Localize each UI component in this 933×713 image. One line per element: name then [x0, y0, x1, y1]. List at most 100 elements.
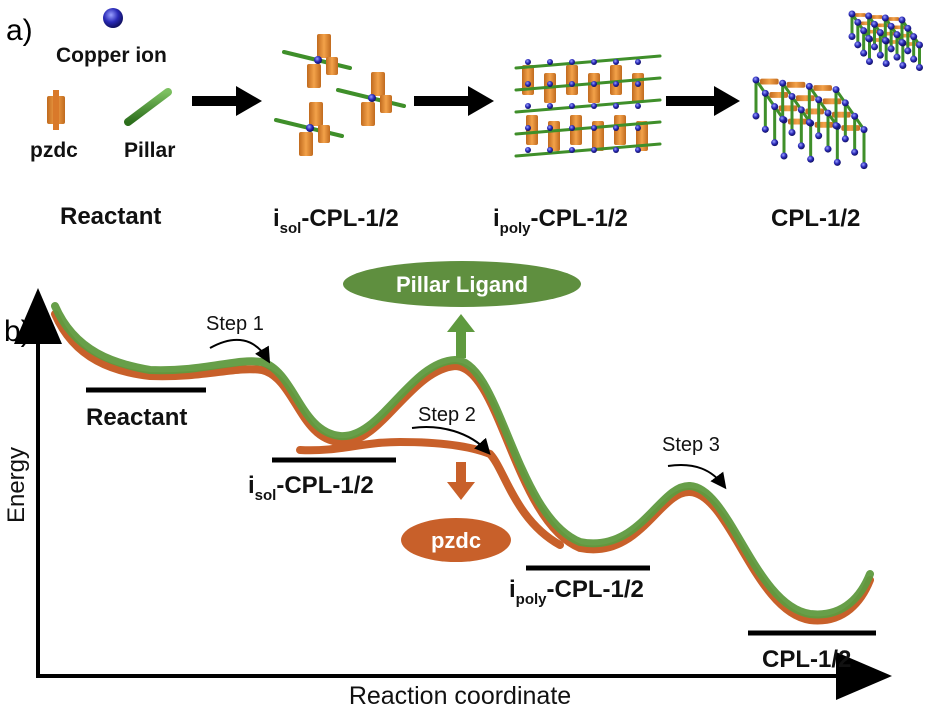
- pzdc-block: [614, 115, 626, 145]
- level-label-cpl: CPL-1/2: [762, 646, 851, 673]
- panel-b-label: b): [4, 315, 31, 348]
- copper-ion-node: [916, 41, 923, 49]
- copper-ion-node: [752, 76, 760, 84]
- pzdc-icon: [47, 90, 65, 130]
- pillar-rod: [514, 54, 662, 70]
- copper-ion-node: [805, 82, 813, 90]
- pzdc-block: [786, 81, 806, 88]
- copper-ion-node: [779, 79, 787, 87]
- copper-ion-node: [525, 125, 531, 131]
- copper-ion-node: [854, 18, 862, 26]
- panel-a-label: a): [6, 14, 33, 47]
- copper-ion-node: [881, 37, 889, 44]
- copper-ion-node: [904, 47, 912, 55]
- legend-pzdc-label: pzdc: [30, 139, 78, 162]
- pzdc-badge: [401, 518, 511, 562]
- copper-ion-node: [306, 124, 314, 132]
- copper-ion-node: [569, 103, 575, 109]
- copper-ion-node: [882, 60, 890, 67]
- step-1-label: Step 1: [206, 313, 264, 335]
- pzdc-block: [380, 95, 392, 113]
- pzdc-block: [760, 78, 779, 85]
- copper-ion-node: [865, 12, 873, 20]
- copper-ion-node: [635, 147, 641, 153]
- copper-ion-node: [547, 147, 553, 153]
- copper-ion-node: [788, 129, 796, 137]
- pzdc-block: [610, 65, 622, 95]
- stage-label-ipoly: ipoly-CPL-1/2: [493, 205, 628, 237]
- isol-cluster-illustration: [274, 34, 406, 156]
- copper-ion-node: [815, 96, 823, 104]
- copper-ion-node: [904, 24, 912, 32]
- copper-ion-node: [898, 39, 906, 46]
- copper-ion-node: [881, 14, 889, 22]
- copper-ion-node: [613, 103, 619, 109]
- legend-pillar-label: Pillar: [124, 139, 175, 162]
- pzdc-block: [326, 57, 338, 75]
- copper-ion-node: [805, 118, 813, 126]
- step-2-arrow-icon: [411, 426, 491, 455]
- pillar-rod: [514, 98, 662, 114]
- copper-ion-node: [613, 59, 619, 65]
- copper-ion-node: [833, 158, 841, 166]
- copper-ion-node: [525, 59, 531, 65]
- pzdc-block: [588, 73, 600, 103]
- pillar-ligand-badge: [343, 261, 581, 307]
- pillar-rod: [514, 120, 662, 136]
- copper-ion-node: [916, 64, 923, 71]
- copper-ion-node: [761, 125, 769, 133]
- copper-ion-node: [613, 147, 619, 153]
- green-energy-curve: [51, 302, 874, 619]
- pzdc-block: [860, 21, 872, 26]
- stage-label-cpl: CPL-1/2: [771, 205, 860, 232]
- pzdc-block: [526, 115, 538, 145]
- level-label-isol: isol-CPL-1/2: [248, 472, 374, 504]
- arrow-2-icon: [414, 86, 494, 116]
- copper-ion-node: [871, 43, 878, 51]
- copper-ion-node: [569, 59, 575, 65]
- pzdc-block: [566, 65, 578, 95]
- copper-ion-node: [841, 99, 849, 107]
- copper-ion-node: [860, 49, 868, 57]
- level-label-ipoly: ipoly-CPL-1/2: [509, 576, 644, 608]
- copper-ion-node: [547, 103, 553, 109]
- copper-ion-node: [779, 115, 787, 123]
- copper-ion-node: [635, 81, 641, 87]
- copper-ion-node: [547, 59, 553, 65]
- copper-ion-node: [871, 20, 878, 28]
- copper-ion-node: [865, 35, 873, 42]
- stage-label-isol: isol-CPL-1/2: [273, 205, 399, 237]
- copper-ion-node: [771, 103, 779, 111]
- copper-ion-node: [860, 126, 868, 134]
- copper-ion-node: [887, 45, 895, 53]
- pzdc-block: [318, 125, 330, 143]
- copper-ion-node: [525, 103, 531, 109]
- copper-ion-node: [893, 53, 901, 61]
- copper-ion-node: [525, 147, 531, 153]
- copper-ion-node: [910, 33, 918, 41]
- y-axis-label: Energy: [3, 447, 30, 523]
- copper-ion-node: [752, 112, 760, 120]
- pzdc-block: [813, 85, 832, 91]
- copper-ion-node: [780, 152, 788, 160]
- pzdc-badge-label: pzdc: [431, 528, 481, 553]
- copper-ion-node: [807, 155, 815, 163]
- copper-ion-node: [788, 93, 796, 101]
- copper-ion-node: [635, 125, 641, 131]
- orange-branch-curve: [296, 437, 564, 549]
- pzdc-block: [361, 102, 375, 126]
- pzdc-block: [371, 72, 385, 96]
- copper-ion-node: [887, 22, 895, 30]
- copper-ion-node: [797, 106, 805, 114]
- stage-label-reactant: Reactant: [60, 203, 161, 230]
- copper-ion-node: [876, 29, 884, 37]
- step-2-label: Step 2: [418, 404, 476, 426]
- copper-ion-node: [314, 56, 322, 64]
- pillar-icon: [124, 88, 172, 126]
- pzdc-block: [317, 34, 331, 58]
- copper-ion-node: [591, 147, 597, 153]
- copper-ion-node: [854, 41, 862, 49]
- pzdc-block: [893, 25, 906, 30]
- copper-ion-node: [860, 27, 868, 35]
